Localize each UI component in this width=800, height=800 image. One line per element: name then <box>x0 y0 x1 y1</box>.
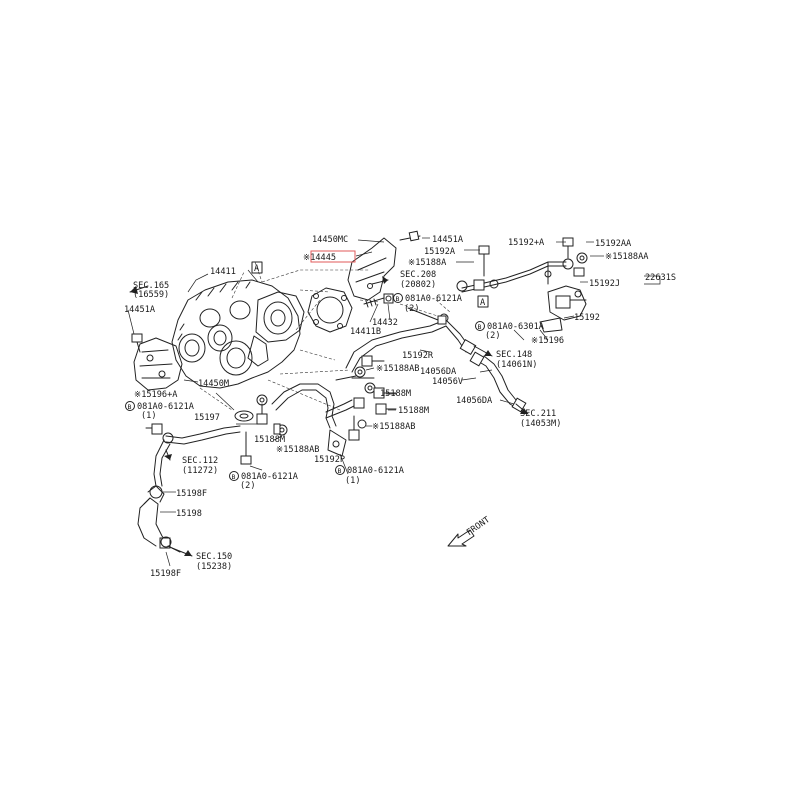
label-sec150: SEC.150 <box>196 552 232 562</box>
label-14056da-1: 14056DA <box>420 367 457 377</box>
label-bolt-1: 081A0-6121A <box>405 294 463 304</box>
bolts-center <box>348 307 447 441</box>
label-14411: 14411 <box>210 267 236 277</box>
ref-box-a-1-text: A <box>254 264 260 274</box>
b-marker-5: B <box>232 473 236 481</box>
label-sec112: SEC.112 <box>182 456 218 466</box>
b-marker-2: B <box>478 323 482 331</box>
oil-return-pipe-15197 <box>145 423 241 487</box>
label-15196: ※15196 <box>531 336 564 346</box>
label-bolt-5: 081A0-6121A <box>241 472 299 482</box>
label-bolt-1-qty: (2) <box>404 304 420 314</box>
oil-filter-bracket <box>539 261 587 333</box>
label-15188m-1: 15188M <box>380 389 411 399</box>
label-15188ab-1: ※15188AB <box>376 364 419 374</box>
b-marker-1: B <box>396 295 400 303</box>
label-15188ab-2: ※15188AB <box>372 422 415 432</box>
label-sec112-sub: (11272) <box>182 466 218 476</box>
label-14056v: 14056V <box>432 377 463 387</box>
b-markers: B B B B B <box>125 293 485 481</box>
label-15192: 15192 <box>574 313 600 323</box>
ref-box-a-2: A <box>477 295 489 308</box>
label-15192-plus-a: 15192+A <box>508 238 545 248</box>
label-14451a-top: 14451A <box>432 235 464 245</box>
label-14451a-left: 14451A <box>124 305 156 315</box>
hose-14056v <box>469 351 527 413</box>
label-bolt-3-qty: (1) <box>141 411 157 421</box>
label-bolt-2-qty: (2) <box>485 331 501 341</box>
b-marker-4: B <box>338 467 342 475</box>
label-bolt-3: 081A0-6121A <box>137 402 195 412</box>
label-sec150-sub: (15238) <box>196 562 232 572</box>
turbocharger-body <box>133 279 305 391</box>
label-bolt-4: 081A0-6121A <box>347 466 405 476</box>
label-14411b: 14411B <box>350 327 381 337</box>
label-14445: ※14445 <box>303 253 336 263</box>
label-bolt-4-qty: (1) <box>345 476 361 486</box>
label-sec165-sub: (16559) <box>133 290 169 300</box>
label-sec208-sub: (20802) <box>400 280 436 290</box>
callout-labels: 14450MC 14451A ※14445 15192A 15192+A 151… <box>124 235 676 579</box>
label-15188aa: ※15188AA <box>605 252 649 262</box>
turbine-outlet-gasket <box>307 287 353 333</box>
label-22631s: 22631S <box>645 273 676 283</box>
label-sec148-sub: (14061N) <box>496 360 537 370</box>
label-15198: 15198 <box>176 509 202 519</box>
bolt-right-cluster <box>361 355 385 367</box>
label-14432: 14432 <box>372 318 398 328</box>
reference-arrows <box>129 276 529 557</box>
label-15198f-1: 15198F <box>176 489 207 499</box>
label-15197: 15197 <box>194 413 220 423</box>
label-15192a: 15192A <box>424 247 456 257</box>
ref-box-a-2-text: A <box>480 298 486 308</box>
label-15198f-2: 15198F <box>150 569 181 579</box>
upper-heat-shield <box>347 230 421 301</box>
label-sec148: SEC.148 <box>496 350 532 360</box>
hose-15198 <box>137 485 181 553</box>
ref-box-a-1: A <box>251 261 263 274</box>
assembly-guide-lines <box>199 261 451 411</box>
leader-lines <box>127 237 661 567</box>
label-15196-plus-a: ※15196+A <box>134 390 178 400</box>
label-sec208: SEC.208 <box>400 270 436 280</box>
label-15192r: 15192R <box>402 351 434 361</box>
label-15192j: 15192J <box>589 279 620 289</box>
label-sec211: SEC.211 <box>520 409 556 419</box>
front-label: FRONT <box>465 515 492 538</box>
label-14450mc: 14450MC <box>312 235 348 245</box>
label-14056da-2: 14056DA <box>456 396 493 406</box>
label-15188ab-3: ※15188AB <box>276 445 319 455</box>
pipe-15192p <box>271 375 365 457</box>
label-sec165: SEC.165 <box>133 281 169 291</box>
label-bolt-2: 081A0-6301A <box>487 322 545 332</box>
bolt-14451a-left <box>131 333 143 353</box>
highlight-14445 <box>310 250 356 263</box>
label-15192aa: 15192AA <box>595 239 632 249</box>
label-15192p: 15192P <box>314 455 345 465</box>
label-15188m-3: 15188M <box>254 435 285 445</box>
front-direction-arrow: FRONT <box>447 515 492 547</box>
b-marker-3: B <box>128 403 132 411</box>
label-bolt-5-qty: (2) <box>240 481 256 491</box>
label-15188a: ※15188A <box>408 258 447 268</box>
label-sec211-sub: (14053M) <box>520 419 561 429</box>
stud-and-nut <box>363 293 394 308</box>
label-14450m: 14450M <box>198 379 229 389</box>
label-15188m-2: 15188M <box>398 406 429 416</box>
lower-fittings <box>234 394 288 465</box>
